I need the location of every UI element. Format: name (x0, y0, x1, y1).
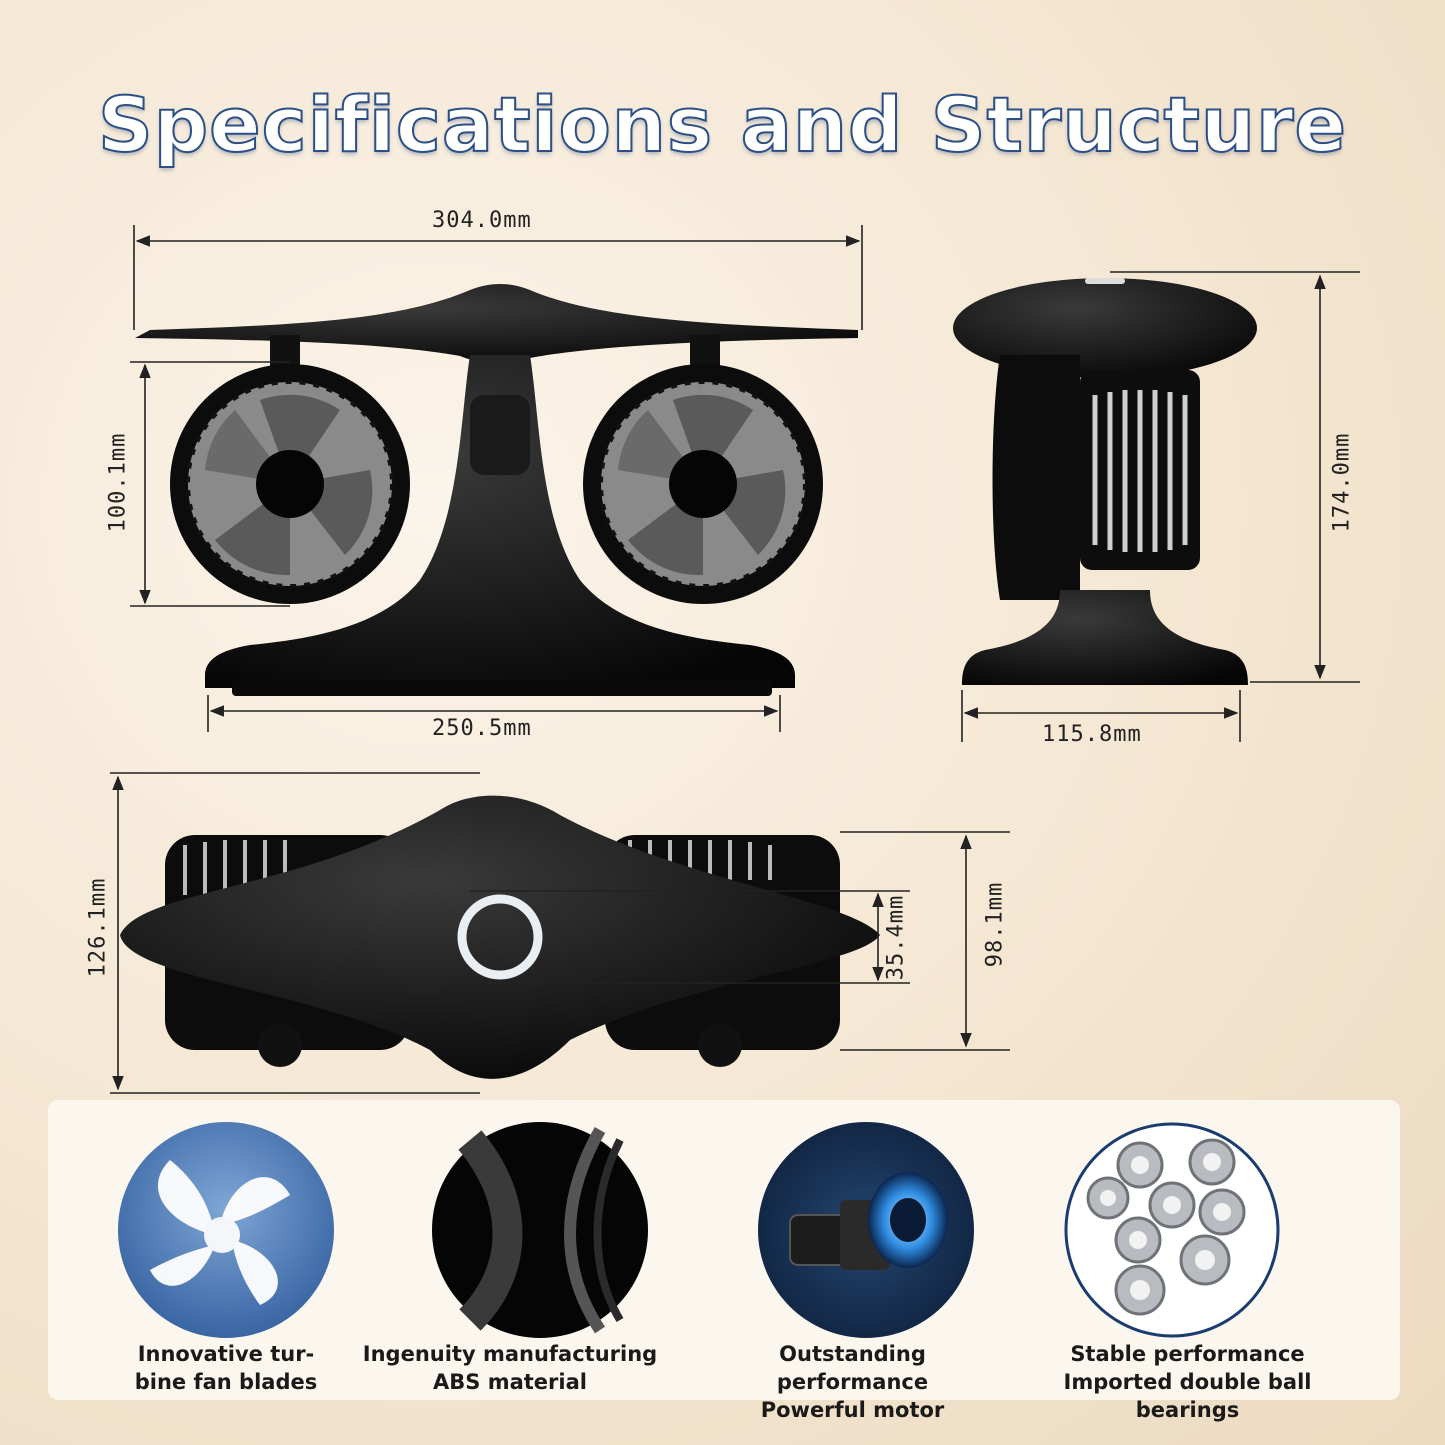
side-height-label: 174.0mm (1329, 432, 1355, 533)
feature-caption-fan-blades: Innovative tur- bine fan blades (96, 1340, 356, 1396)
side-depth-label: 115.8mm (1042, 722, 1142, 747)
top-width-label: 304.0mm (432, 208, 532, 233)
feature-ball-bearings-icon (1064, 1122, 1280, 1338)
feature-caption-line: Stable performance (1070, 1342, 1305, 1366)
feature-caption-line: Imported double ball bearings (1063, 1370, 1312, 1422)
feature-abs-material-icon (432, 1122, 648, 1338)
front-dimension-lines (130, 225, 863, 732)
left-fan-icon (170, 364, 410, 604)
top-dimension-lines (110, 772, 1010, 1094)
feature-caption-line: Powerful motor (760, 1398, 945, 1422)
feature-caption-abs: Ingenuity manufacturing ABS material (360, 1340, 660, 1396)
feature-motor-icon (758, 1122, 974, 1338)
feature-caption-line: bine fan blades (134, 1370, 318, 1394)
body-depth-label: 98.1mm (982, 881, 1008, 968)
top-view-depth-label: 126.1mm (85, 877, 111, 978)
feature-caption-bearings: Stable performance Imported double ball … (1010, 1340, 1365, 1424)
power-button-ring-icon (457, 894, 543, 980)
button-size-label: 35.4mm (883, 894, 909, 981)
side-dimension-lines (961, 271, 1360, 742)
fan-height-label: 100.1mm (105, 432, 131, 533)
page-title: Specifications and Structure (97, 79, 1348, 170)
front-view (135, 284, 858, 696)
side-view (953, 278, 1257, 685)
feature-caption-line: Innovative tur- (137, 1342, 315, 1366)
feature-caption-line: ABS material (433, 1370, 587, 1394)
feature-caption-motor: Outstanding performance Powerful motor (700, 1340, 1005, 1424)
top-view (120, 795, 880, 1079)
feature-caption-line: Ingenuity manufacturing (362, 1342, 658, 1366)
base-width-label: 250.5mm (432, 716, 532, 741)
right-fan-icon (583, 364, 823, 604)
feature-caption-line: Outstanding performance (776, 1342, 929, 1394)
feature-fan-blade-icon (118, 1122, 334, 1338)
